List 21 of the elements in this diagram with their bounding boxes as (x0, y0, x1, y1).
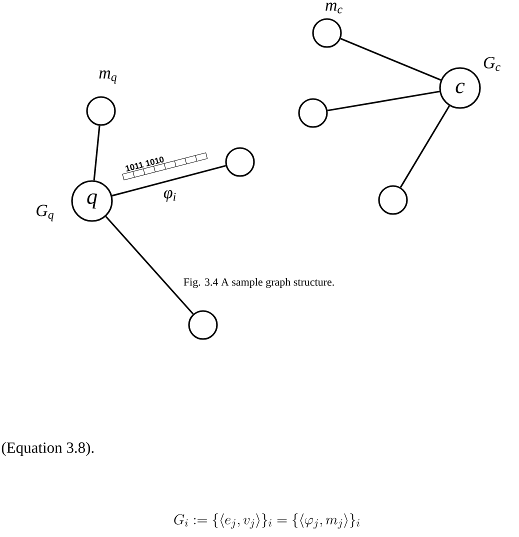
node-circle (225, 147, 255, 177)
node-label: m$_{c}$ (326, 2, 342, 14)
edge-label: φ$_{i}$ (164, 190, 176, 202)
edge-line (340, 38, 442, 81)
node-circle (312, 18, 342, 48)
node-circle (86, 96, 116, 126)
figure-caption: Fig. 3.4 A sample graph structure. (184, 278, 334, 288)
edge-line (105, 216, 194, 314)
node-label: G$_{q}$ (36, 204, 54, 222)
node-circle (188, 310, 218, 340)
node-circle (298, 98, 328, 128)
edge-line (327, 90, 440, 112)
bit-digits: 1011 1010 (125, 156, 164, 172)
edge-line (400, 105, 450, 188)
edge-line (93, 126, 100, 180)
node-label: G$_{c}$ (484, 57, 500, 71)
node-circle (378, 185, 408, 215)
equation: $G_i := \{\langle e_j,v_j\rangle\}_i = \{\langle \varphi_j,m_j\rangle\}_i$ (174, 513, 360, 529)
node-label: m$_{q}$ (99, 70, 117, 84)
edge-line (112, 165, 226, 196)
text-line: (Equation 3.8). (2, 442, 94, 456)
